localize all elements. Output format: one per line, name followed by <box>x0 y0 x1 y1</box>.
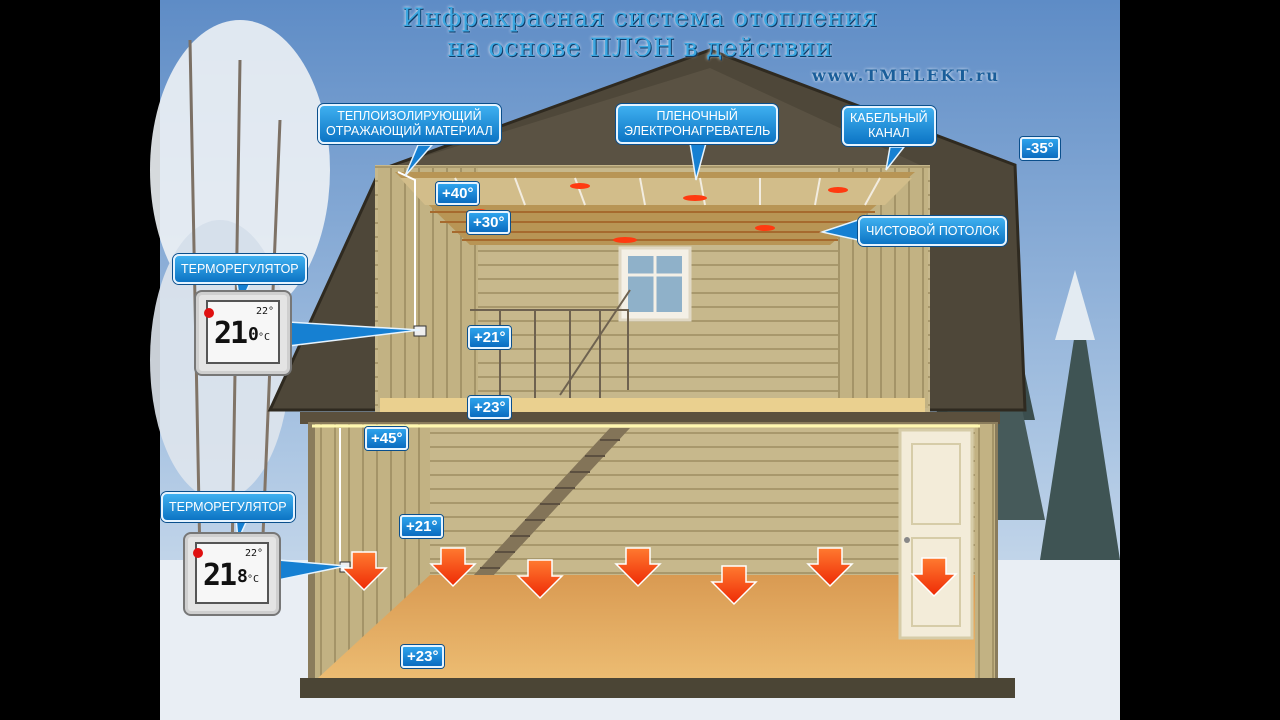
callout-film-heater: ПЛЕНОЧНЫЙ ЭЛЕКТРОНАГРЕВАТЕЛЬ <box>616 104 779 144</box>
left-letterbox <box>0 0 160 720</box>
callout-thermostat-upper: ТЕРМОРЕГУЛЯТОР <box>173 254 307 284</box>
callout-cable-channel: КАБЕЛЬНЫЙ КАНАЛ <box>842 106 936 146</box>
thermostat-upper-decimal: 0 <box>248 324 259 345</box>
temp-attic-ceiling: +30° <box>467 211 511 234</box>
thermostat-upper-screen: 21 0 °C 22° <box>206 300 280 364</box>
temp-outside: -35° <box>1020 137 1060 160</box>
callout-thermostat-lower: ТЕРМОРЕГУЛЯТОР <box>161 492 295 522</box>
callout-cable-channel-line2: КАНАЛ <box>868 126 910 140</box>
door-handle <box>904 537 910 543</box>
callout-insulation: ТЕПЛОИЗОЛИРУЮЩИЙ ОТРАЖАЮЩИЙ МАТЕРИАЛ <box>318 104 501 144</box>
staircase <box>460 428 630 590</box>
door <box>898 428 974 640</box>
thermostat-upper-unit: °C <box>258 332 271 343</box>
heat-arrow <box>614 547 662 588</box>
stair-steps <box>480 439 620 569</box>
heat-arrow <box>806 547 854 588</box>
callout-film-heater-line2: ЭЛЕКТРОНАГРЕВАТЕЛЬ <box>624 124 771 138</box>
heat-arrow <box>910 557 958 598</box>
temp-lower-ceiling: +45° <box>365 427 409 450</box>
heat-arrows <box>340 547 958 606</box>
temp-lower-room-floor: +23° <box>401 645 445 668</box>
ceiling-film-layer <box>400 178 912 205</box>
thermostat-upper-setpoint: 22° <box>256 306 275 317</box>
website-link[interactable]: www.TMELEKT.ru <box>812 66 1000 85</box>
thermostat-lower-unit: °C <box>247 574 260 585</box>
title-line-2: на основе ПЛЭН в действии <box>447 33 833 62</box>
thermostat-upper[interactable]: 21 0 °C 22° <box>194 290 292 376</box>
callout-finish-ceiling: ЧИСТОВОЙ ПОТОЛОК <box>858 216 1008 246</box>
heat-arrow <box>516 559 564 600</box>
callout-insulation-line2: ОТРАЖАЮЩИЙ МАТЕРИАЛ <box>326 124 493 138</box>
callout-film-heater-line1: ПЛЕНОЧНЫЙ <box>656 109 738 123</box>
thermostat-lower-decimal: 8 <box>237 566 248 587</box>
foundation <box>300 678 1015 698</box>
thermostat-lower-setpoint: 22° <box>245 548 264 559</box>
stair-railing <box>470 289 631 400</box>
temp-upper-room-air: +21° <box>468 326 512 349</box>
heat-arrow <box>429 547 477 588</box>
heat-arrow <box>710 565 758 606</box>
temp-lower-room-air: +21° <box>400 515 444 538</box>
thermostat-upper-main: 21 <box>214 316 248 351</box>
title-line-1: Инфракрасная система отопления <box>402 3 878 32</box>
right-letterbox <box>1120 0 1280 720</box>
upper-floor <box>380 398 925 413</box>
callout-insulation-line1: ТЕПЛОИЗОЛИРУЮЩИЙ <box>337 109 482 123</box>
temp-attic-film: +40° <box>436 182 480 205</box>
thermostat-lower[interactable]: 21 8 °C 22° <box>183 532 281 616</box>
ground-floor <box>318 575 975 678</box>
ground-right-wall <box>975 424 995 679</box>
heat-arrow <box>340 551 388 592</box>
thermostat-lower-screen: 21 8 °C 22° <box>195 542 269 604</box>
thermostat-upper-led-icon <box>204 308 214 318</box>
thermostat-lower-main: 21 <box>203 558 237 593</box>
temp-upper-room-floor: +23° <box>468 396 512 419</box>
thermostat-lower-led-icon <box>193 548 203 558</box>
callout-cable-channel-line1: КАБЕЛЬНЫЙ <box>850 111 928 125</box>
